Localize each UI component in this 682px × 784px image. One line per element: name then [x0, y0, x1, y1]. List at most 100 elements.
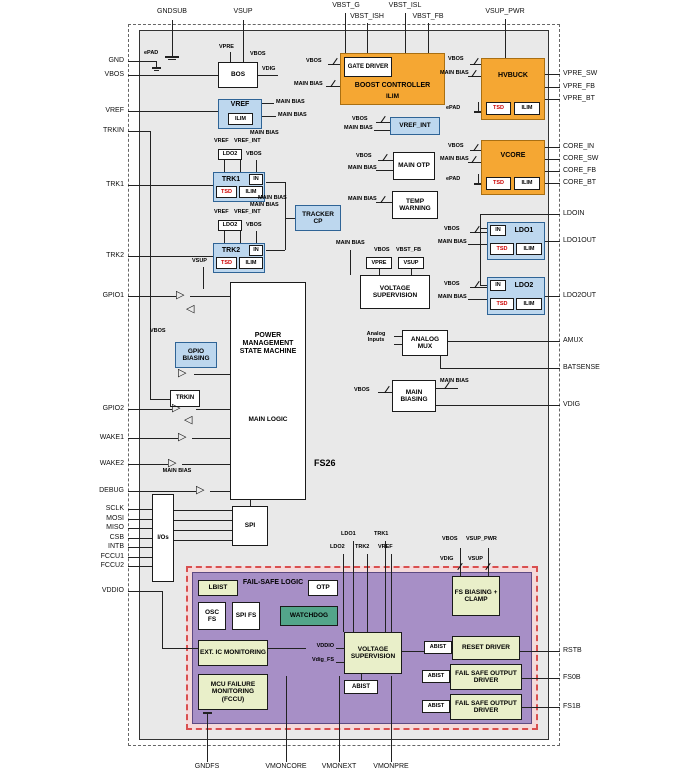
vdig-fs-label: Vdig_FS	[311, 657, 334, 663]
wire	[376, 202, 392, 203]
wire	[250, 500, 251, 506]
wire	[258, 75, 278, 76]
pin-label-vbst-ish: VBST_ISH	[350, 13, 384, 20]
voltage-supervision-block: VOLTAGE SUPERVISION	[360, 275, 430, 309]
wire	[128, 519, 152, 520]
tsd-label: TSD	[221, 259, 232, 266]
wire	[128, 185, 213, 186]
pin-label-core-bt: CORE_BT	[563, 179, 597, 186]
pin-label-wake2: WAKE2	[99, 460, 124, 467]
pin-label-mosi: MOSI	[106, 515, 124, 522]
wire	[350, 250, 351, 275]
wire	[448, 341, 560, 342]
main-biasing-block: MAIN BIASING	[392, 380, 436, 412]
pin-label-ldo1out: LDO1OUT	[563, 237, 597, 244]
ext-ic-monitoring-block: EXT. IC MONITORING	[198, 640, 268, 666]
wire	[128, 409, 172, 410]
wire	[243, 20, 244, 62]
wire	[207, 714, 208, 762]
vdig-label: VDIG	[440, 556, 454, 562]
wire	[411, 269, 412, 275]
trk1-feed-label: TRK1	[374, 531, 389, 537]
trk2-ldo2-box: LDO2	[218, 220, 242, 231]
pin-label-vmonpre: VMONPRE	[373, 763, 409, 770]
wire	[262, 116, 276, 117]
hvbuck-ilim-box: ILIM	[514, 102, 540, 115]
wire	[545, 241, 560, 242]
wire	[128, 464, 168, 465]
wire	[256, 231, 257, 243]
fs-voltage-supervision-block: VOLTAGE SUPERVISION	[344, 632, 402, 674]
wire	[480, 214, 560, 215]
pin-label-vpre-bt: VPRE_BT	[563, 95, 595, 102]
wire	[522, 678, 560, 679]
wire	[470, 287, 487, 288]
pin-label-rstb: RSTB	[563, 647, 582, 654]
vref-block-label: VREF	[230, 101, 250, 108]
vbos-label: VBOS	[444, 226, 460, 232]
wire	[174, 520, 232, 521]
wire	[128, 438, 178, 439]
wire	[376, 170, 393, 171]
wire	[190, 296, 230, 297]
pin-label-batsense: BATSENSE	[563, 364, 600, 371]
wire	[128, 528, 152, 529]
power-management-state-machine-block	[230, 282, 306, 500]
tsd-label: TSD	[493, 105, 504, 112]
vref-int-label: VREF_INT	[234, 138, 261, 144]
ground-icon	[203, 712, 212, 714]
wire	[196, 409, 230, 410]
pin-label-core-in: CORE_IN	[563, 143, 595, 150]
wire	[522, 707, 560, 708]
reset-driver-block: RESET DRIVER	[452, 636, 520, 660]
wire	[128, 111, 218, 112]
wire	[230, 52, 231, 62]
main-bias-label: MAIN BIAS	[440, 70, 469, 76]
buffer-icon: ▷	[168, 457, 177, 469]
trk1-tsd-box: TSD	[216, 186, 237, 198]
wire	[174, 540, 232, 541]
ldo1-feed-label: LDO1	[341, 531, 356, 537]
wire	[436, 405, 560, 406]
ldo1-tsd-box: TSD	[490, 243, 514, 255]
trk1-label: TRK1	[221, 176, 241, 183]
trk1-in-box: IN	[249, 174, 263, 185]
gpio-biasing-block: GPIO BIASING	[175, 342, 217, 368]
ldo2-label: LDO2	[514, 282, 534, 289]
wire	[480, 228, 490, 229]
wire	[224, 160, 225, 172]
wire	[210, 491, 230, 492]
main-bias-label: MAIN BIAS	[258, 195, 287, 201]
fail-safe-output-driver-2-block: FAIL SAFE OUTPUT DRIVER	[450, 694, 522, 720]
wire	[192, 438, 230, 439]
wire	[468, 299, 487, 300]
wire	[545, 183, 560, 184]
buffer-icon: ◁	[184, 414, 193, 426]
pin-label-vmoncore: VMONCORE	[265, 763, 307, 770]
wire	[128, 557, 152, 558]
fs-biasing-clamp-block: FS BIASING + CLAMP	[452, 576, 500, 616]
bos-block: BOS	[218, 62, 258, 88]
main-bias-label: MAIN BIAS	[250, 202, 279, 208]
fs-vs-abist-box: ABIST	[344, 680, 378, 694]
trk2-in-box: IN	[249, 245, 263, 256]
pin-label-vddio: VDDIO	[101, 587, 124, 594]
mcu-failure-monitoring-block: MCU FAILURE MONITORING (FCCU)	[198, 674, 268, 710]
vcore-label: VCORE	[500, 152, 526, 159]
wire	[150, 131, 151, 399]
wire	[285, 218, 295, 219]
wire	[488, 548, 489, 576]
ldo1-ilim-box: ILIM	[516, 243, 542, 255]
vref-ilim-box: ILIM	[228, 113, 253, 125]
vbos-label: VBOS	[306, 58, 322, 64]
wire	[480, 285, 490, 286]
wire	[174, 530, 232, 531]
ground-icon	[474, 111, 483, 113]
wire	[367, 554, 368, 632]
pin-label-gndsub: GNDSUB	[157, 8, 187, 15]
vcore-tsd-box: TSD	[486, 177, 511, 190]
pin-label-vbos: VBOS	[104, 71, 124, 78]
wire	[545, 74, 560, 75]
failsafe-logic-label: FAIL-SAFE LOGIC	[242, 579, 304, 586]
